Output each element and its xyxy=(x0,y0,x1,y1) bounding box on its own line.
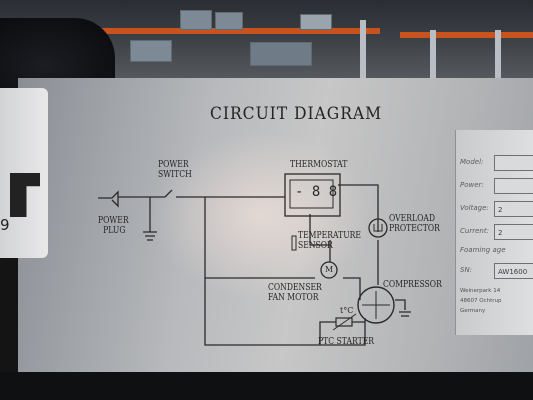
ptc-symbol: t°C xyxy=(340,306,354,315)
left-tag-text: 9 xyxy=(0,216,10,234)
overload-protector-label: OVERLOAD PROTECTOR xyxy=(389,214,440,234)
power-switch-line1: POWER xyxy=(158,160,189,170)
condenser-line2: FAN MOTOR xyxy=(268,293,319,303)
spec-label: Model: Power: Voltage: 2 Current: 2 Foam… xyxy=(455,130,533,335)
temperature-sensor-line2: SENSOR xyxy=(298,241,333,251)
thermostat-display: - 8 8 xyxy=(295,184,338,200)
power-switch-line2: SWITCH xyxy=(158,170,192,180)
bottom-shadow xyxy=(0,372,533,400)
address-line: 48607 Ochtrup xyxy=(460,298,502,304)
light-glare xyxy=(150,130,370,300)
spec-row-label: Voltage: xyxy=(460,204,489,212)
spec-row-value: AW1600 xyxy=(494,263,533,279)
power-switch-label: POWER SWITCH xyxy=(158,160,192,180)
spec-row-label: Power: xyxy=(460,181,484,189)
spec-row-label: Model: xyxy=(460,158,484,166)
spec-row-label: Current: xyxy=(460,227,489,235)
address-line: Weinerpark 14 xyxy=(460,288,501,294)
ptc-starter-label: PTC STARTER xyxy=(318,337,375,347)
overload-protector-line1: OVERLOAD xyxy=(389,214,436,224)
shelf-box xyxy=(215,12,243,30)
temperature-sensor-line1: TEMPERATURE xyxy=(298,231,362,241)
shelf-beam xyxy=(80,28,380,34)
temperature-sensor-label: TEMPERATURE SENSOR xyxy=(298,231,361,251)
power-plug-label: POWER PLUG xyxy=(98,216,129,236)
thermostat-label: THERMOSTAT xyxy=(290,160,348,170)
condenser-fan-motor-label: CONDENSER FAN MOTOR xyxy=(268,283,322,303)
power-plug-line1: POWER xyxy=(98,216,129,226)
address-line: Germany xyxy=(460,308,486,314)
shelf-box xyxy=(300,14,332,30)
diagram-title: CIRCUIT DIAGRAM xyxy=(210,104,383,124)
overload-protector-line2: PROTECTOR xyxy=(389,224,440,234)
rack-pole xyxy=(360,20,366,80)
shelf-beam xyxy=(400,32,533,38)
shelf-box xyxy=(180,10,212,30)
shelf-box xyxy=(250,42,312,66)
spec-row-value xyxy=(494,178,533,194)
spec-row-label: SN: xyxy=(460,266,473,274)
spec-row-value: 2 xyxy=(494,201,533,217)
rack-pole xyxy=(430,30,436,80)
spec-row-value xyxy=(494,155,533,171)
condenser-line1: CONDENSER xyxy=(268,283,322,293)
spec-row-value: 2 xyxy=(494,224,533,240)
motor-symbol: M xyxy=(325,265,334,274)
spec-row-label: Foaming age xyxy=(460,246,506,254)
left-sticker xyxy=(0,88,48,258)
power-plug-line2: PLUG xyxy=(103,226,126,236)
shelf-box xyxy=(130,40,172,62)
compressor-label: COMPRESSOR xyxy=(383,280,442,290)
rack-pole xyxy=(495,30,501,80)
